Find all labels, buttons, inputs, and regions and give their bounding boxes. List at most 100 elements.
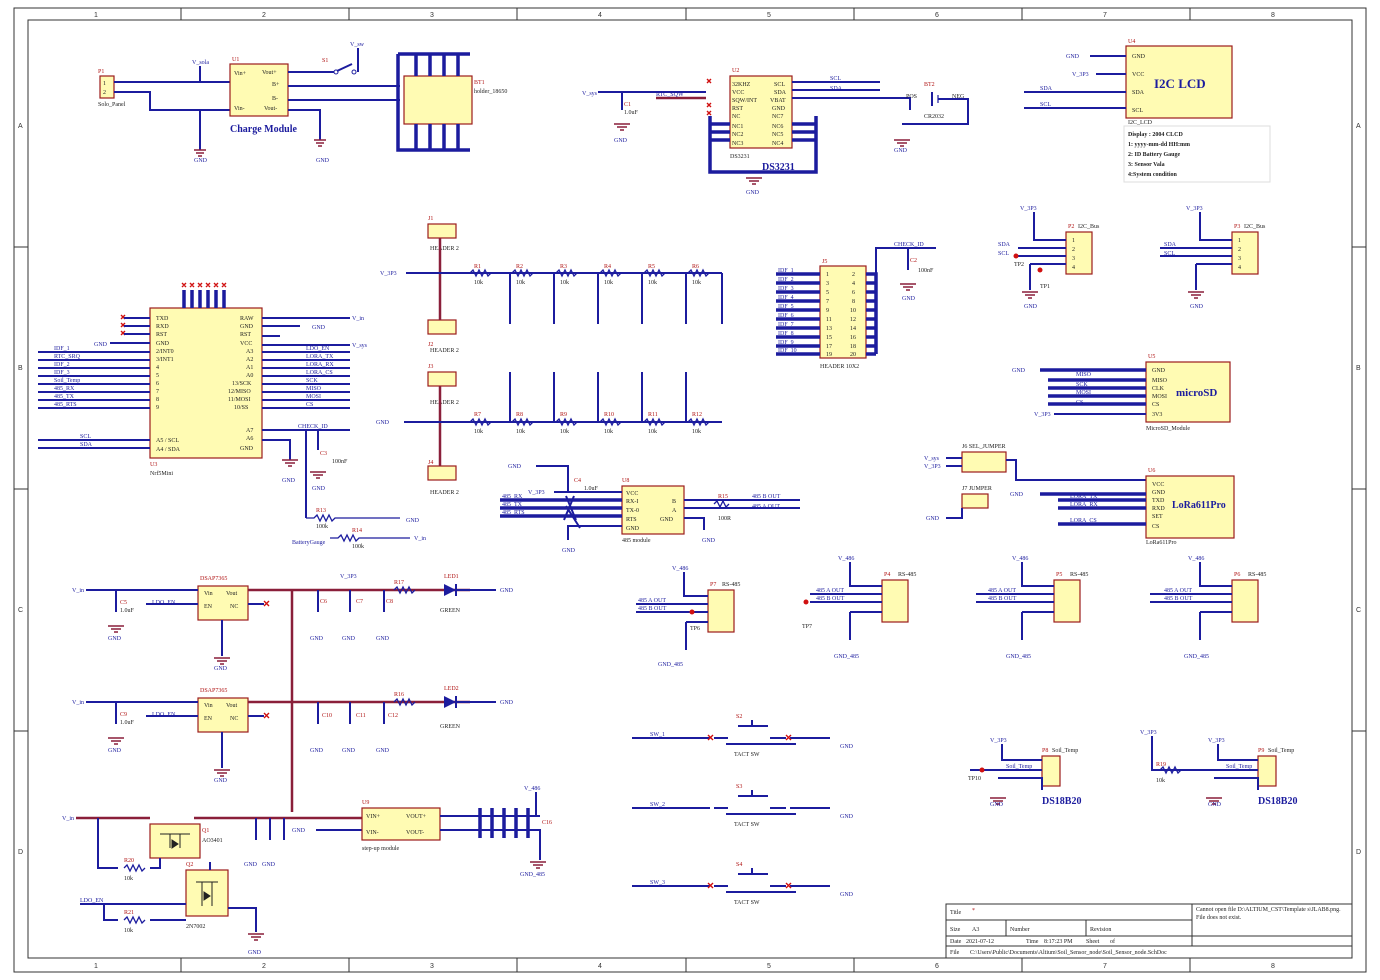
svg-text:GND: GND bbox=[894, 148, 908, 154]
svg-text:18: 18 bbox=[850, 344, 856, 350]
lora-jumper-j7[interactable]: J7 JUMPER GND bbox=[926, 486, 992, 522]
title-label: Title bbox=[950, 910, 961, 916]
i2c-bus-p2[interactable]: P2 I2C_Bus 1 2 3 4 V_3P3 SDA SCL TP2 TP1… bbox=[998, 206, 1100, 310]
svg-text:13: 13 bbox=[826, 326, 832, 332]
svg-text:3: 3 bbox=[826, 281, 829, 287]
svg-text:100R: 100R bbox=[718, 516, 731, 522]
svg-text:7: 7 bbox=[826, 299, 829, 305]
svg-text:LORA_RX: LORA_RX bbox=[306, 362, 334, 368]
svg-text:C4: C4 bbox=[574, 478, 581, 484]
lora-module[interactable]: U6 VCC GND TXD RXD SET CS LoRa611Pro LoR… bbox=[1145, 468, 1235, 546]
svg-text:V_3P3: V_3P3 bbox=[1186, 206, 1203, 212]
svg-text:BatteryGauge: BatteryGauge bbox=[292, 540, 326, 546]
svg-text:S4: S4 bbox=[736, 862, 742, 868]
svg-text:HEADER 10X2: HEADER 10X2 bbox=[820, 364, 859, 370]
mosfet-q1[interactable]: Q1 AO3401 bbox=[149, 823, 223, 859]
svg-text:R1: R1 bbox=[474, 264, 481, 270]
svg-text:V_3P3: V_3P3 bbox=[924, 464, 941, 470]
svg-text:SDA: SDA bbox=[998, 242, 1011, 248]
svg-text:GND: GND bbox=[626, 526, 640, 532]
svg-text:SCL: SCL bbox=[1164, 251, 1175, 257]
svg-text:MicroSD_Module: MicroSD_Module bbox=[1146, 426, 1190, 432]
svg-text:485 B OUT: 485 B OUT bbox=[816, 596, 845, 602]
svg-text:2/INT0: 2/INT0 bbox=[156, 349, 174, 355]
svg-text:20: 20 bbox=[850, 352, 856, 358]
title-block-note: Cannot open file D:\ALTIUM_CST\Template … bbox=[1196, 907, 1341, 921]
rs485-port-p5[interactable]: P5 RS-485 V_486 485 A OUT 485 B OUT GND_… bbox=[976, 556, 1088, 660]
rtc-ds3231[interactable]: U2 32KHZ VCC SQW/INT RST NC NC1 NC2 NC3 … bbox=[729, 68, 795, 173]
svg-text:VOUT+: VOUT+ bbox=[406, 814, 427, 820]
zone-col-7: 7 bbox=[1103, 12, 1107, 19]
solar-wires bbox=[114, 81, 230, 111]
svg-text:6: 6 bbox=[935, 963, 939, 970]
ldo-regulator-2[interactable]: DSAP7365 Vin Vout EN NC bbox=[197, 688, 249, 733]
tact-switch-s2[interactable]: SW_1 S2 TACT SW GND bbox=[632, 714, 854, 758]
battery-holder-18650[interactable]: BT1 holder_18650 bbox=[396, 52, 507, 152]
lora-jumper-j6[interactable]: J6 SEL_JUMPER V_sys V_3P3 bbox=[924, 444, 1146, 481]
svg-text:CS: CS bbox=[306, 402, 313, 408]
dip-header-j4[interactable]: J4 HEADER 2 bbox=[427, 460, 459, 496]
svg-text:13/SCK: 13/SCK bbox=[232, 381, 252, 387]
svg-text:A0: A0 bbox=[246, 373, 253, 379]
svg-text:1: 1 bbox=[826, 272, 829, 278]
svg-text:GND: GND bbox=[94, 342, 108, 348]
svg-text:LDO_EN: LDO_EN bbox=[80, 898, 104, 904]
rs485-port-p4[interactable]: P4 RS-485 V_486 485 A OUT 485 B OUT TP7 … bbox=[802, 556, 916, 660]
svg-text:MISO: MISO bbox=[1076, 372, 1092, 378]
svg-text:Soil_Temp: Soil_Temp bbox=[54, 378, 80, 384]
dip-header-j2[interactable]: J2 HEADER 2 bbox=[427, 319, 459, 354]
svg-text:IDF_3: IDF_3 bbox=[778, 286, 794, 292]
tact-switch-s3[interactable]: SW_2 S3 TACT SW GND bbox=[632, 784, 854, 828]
header-10x2[interactable]: J5 HEADER 10X2 1 3 5 7 9 11 13 15 17 19 … bbox=[819, 259, 867, 370]
svg-text:Q1: Q1 bbox=[202, 828, 209, 834]
dip-header-j3[interactable]: J3 HEADER 2 bbox=[427, 364, 459, 406]
svg-text:TXD: TXD bbox=[156, 316, 169, 322]
svg-text:V_3P3: V_3P3 bbox=[1208, 738, 1225, 744]
ds18b20-p8[interactable]: P8 Soil_Temp V_3P3 Soil_Temp TP10 GND DS… bbox=[968, 738, 1081, 808]
svg-text:1: 1 bbox=[1238, 238, 1241, 244]
svg-text:C6: C6 bbox=[320, 599, 327, 605]
svg-text:DS3231: DS3231 bbox=[730, 154, 750, 160]
svg-text:CLK: CLK bbox=[1152, 386, 1165, 392]
svg-text:U1: U1 bbox=[232, 57, 239, 63]
step-up-module[interactable]: U9 VIN+ VIN- VOUT+ VOUT- step-up module bbox=[361, 800, 441, 852]
tact-switch-s4[interactable]: SW_3 S4 TACT SW GND bbox=[632, 862, 854, 906]
svg-text:10k: 10k bbox=[124, 928, 133, 934]
svg-text:V_in: V_in bbox=[414, 536, 426, 542]
rs485-port-p6[interactable]: P6 RS-485 V_486 485 A OUT 485 B OUT GND_… bbox=[1150, 556, 1266, 660]
i2c-lcd[interactable]: U4 GND VCC SDA SCL I2C LCD I2C_LCD bbox=[1125, 39, 1233, 126]
svg-text:A3: A3 bbox=[246, 349, 253, 355]
power-switch[interactable]: S1 V_sw bbox=[320, 42, 365, 75]
rs485-port-p7[interactable]: P7 RS-485 V_486 485 A OUT 485 B OUT TP6 … bbox=[636, 566, 740, 668]
i2c-bus-p3[interactable]: P3 I2C_Bus 1 2 3 4 V_3P3 SDA SCL GND bbox=[1160, 206, 1266, 310]
solar-panel-connector[interactable]: 12 P1 Solo_Panel bbox=[98, 69, 126, 108]
rs485-module[interactable]: U8 VCC RX-I TX-0 RTS GND B A GND 485 mod… bbox=[621, 478, 685, 544]
svg-text:BT2: BT2 bbox=[924, 82, 935, 88]
svg-text:GND: GND bbox=[1152, 368, 1166, 374]
svg-text:SQW/INT: SQW/INT bbox=[732, 98, 757, 104]
coin-battery-cr2032[interactable]: BT2 POS NEG CR2032 bbox=[902, 82, 969, 125]
svg-text:100nF: 100nF bbox=[332, 459, 348, 465]
svg-text:1.0uF: 1.0uF bbox=[624, 110, 639, 116]
svg-text:485_RTS: 485_RTS bbox=[502, 510, 525, 516]
ds18b20-p9[interactable]: P9 Soil_Temp V_3P3 V_3P3 R19 10k Soil_Te… bbox=[1140, 730, 1297, 808]
ldo-regulator-1[interactable]: DSAP7365 Vin Vout EN NC bbox=[197, 576, 249, 621]
svg-text:10k: 10k bbox=[648, 429, 657, 435]
svg-text:19: 19 bbox=[826, 352, 832, 358]
svg-text:GND: GND bbox=[342, 748, 356, 754]
svg-text:P4: P4 bbox=[884, 572, 890, 578]
svg-text:C16: C16 bbox=[542, 820, 552, 826]
svg-text:6: 6 bbox=[156, 381, 159, 387]
mcu-pro-mini[interactable]: U3 Nrf5Mini TXD RXD RST GND 2/INT0 3/INT… bbox=[149, 307, 263, 477]
zone-col-3: 3 bbox=[430, 12, 434, 19]
svg-text:A7: A7 bbox=[246, 428, 253, 434]
charge-module[interactable]: U1 Vin+ Vin- Vout+ B+ B- Vout- Charge Mo… bbox=[229, 57, 298, 135]
dip-header-j1[interactable]: J1 HEADER 2 bbox=[427, 216, 459, 252]
svg-text:10k: 10k bbox=[692, 429, 701, 435]
svg-text:A: A bbox=[1356, 123, 1361, 130]
microsd-module[interactable]: U5 GND MISO CLK MOSI CS 3V3 microSD Micr… bbox=[1145, 354, 1231, 432]
svg-text:GND: GND bbox=[500, 700, 514, 706]
mosfet-q2[interactable]: Q2 2N7002 bbox=[185, 862, 229, 930]
svg-text:10k: 10k bbox=[604, 429, 613, 435]
svg-text:MOSI: MOSI bbox=[1152, 394, 1167, 400]
